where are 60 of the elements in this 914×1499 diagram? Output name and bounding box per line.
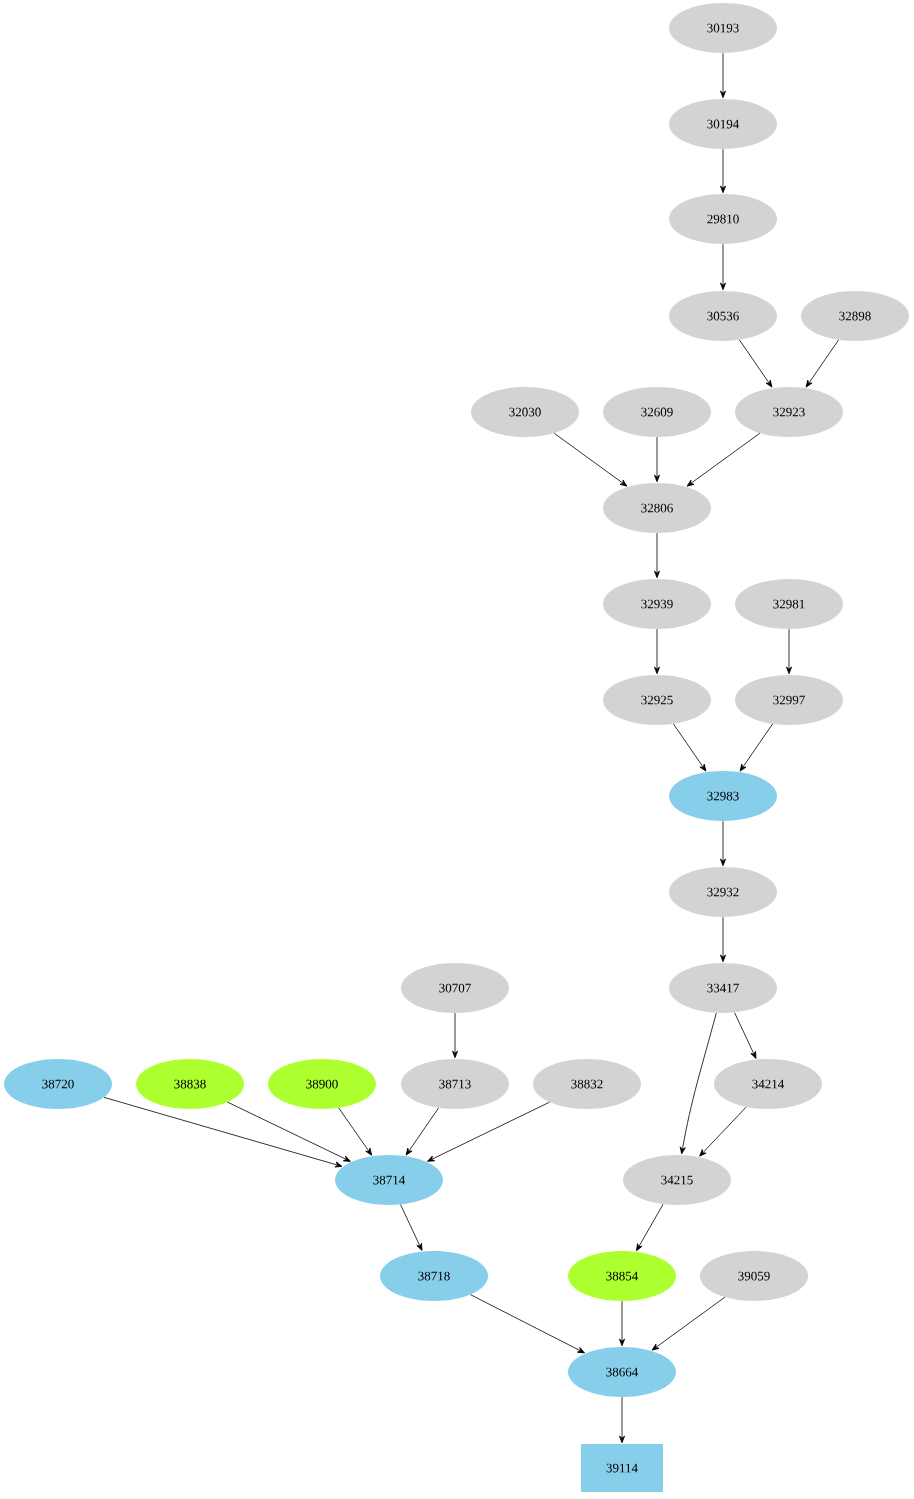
- ellipse-node: 33417: [669, 963, 777, 1013]
- arrow: [699, 1106, 747, 1157]
- arrow: [654, 436, 660, 483]
- process-box: 39114: [581, 1444, 663, 1492]
- ellipse-node: 30193: [669, 3, 777, 53]
- arrow: [636, 1203, 664, 1252]
- ellipse-node: 32923: [735, 387, 843, 437]
- arrow: [654, 628, 660, 675]
- arrow: [734, 1012, 757, 1059]
- arrow: [405, 1107, 439, 1156]
- ellipse-node: 38713: [401, 1059, 509, 1109]
- arrow: [400, 1204, 423, 1251]
- ellipse-node: 38838: [136, 1059, 244, 1109]
- arrow: [720, 52, 726, 99]
- ellipse-node: 38720: [4, 1059, 112, 1109]
- arrow: [427, 1101, 550, 1162]
- arrow: [786, 628, 792, 675]
- ellipse-node: 38714: [335, 1155, 443, 1205]
- ellipse-node: 38854: [568, 1251, 676, 1301]
- arrow: [720, 820, 726, 867]
- ellipse-node: 38900: [268, 1059, 376, 1109]
- arrow: [452, 1012, 458, 1059]
- ellipse-node: 30536: [669, 291, 777, 341]
- arrow: [720, 916, 726, 963]
- ellipse-node: 34215: [623, 1155, 731, 1205]
- ellipse-node: 32806: [603, 483, 711, 533]
- arrow: [686, 432, 761, 487]
- ellipse-node: 32030: [471, 387, 579, 437]
- ellipse-node: 38664: [568, 1347, 676, 1397]
- arrow: [338, 1107, 373, 1156]
- ellipse-node: 32983: [669, 771, 777, 821]
- arrow: [739, 723, 773, 772]
- arrow: [673, 723, 707, 772]
- arrow: [720, 243, 726, 291]
- ellipse-node: 32932: [669, 867, 777, 917]
- arrow: [619, 1396, 625, 1444]
- ellipse-node: 30707: [401, 963, 509, 1013]
- ellipse-node: 32981: [735, 579, 843, 629]
- arrow: [739, 339, 773, 388]
- arrow: [805, 339, 839, 388]
- arrow: [654, 532, 660, 579]
- arrow: [103, 1096, 343, 1168]
- ellipse-node: 38832: [533, 1059, 641, 1109]
- ellipse-node: 32925: [603, 675, 711, 725]
- ellipse-node: 32997: [735, 675, 843, 725]
- arrow: [227, 1101, 351, 1162]
- ellipse-node: 38718: [380, 1251, 488, 1301]
- ellipse-node: 32898: [801, 291, 909, 341]
- ellipse-node: 32609: [603, 387, 711, 437]
- arrow: [720, 148, 726, 194]
- ellipse-node: 39059: [700, 1251, 808, 1301]
- arrow: [651, 1296, 726, 1351]
- arrow: [470, 1294, 585, 1354]
- arrow: [679, 1012, 717, 1155]
- arrow: [619, 1300, 625, 1347]
- ellipse-node: 34214: [714, 1059, 822, 1109]
- arrow: [553, 432, 628, 487]
- ellipse-node: 32939: [603, 579, 711, 629]
- ellipse-node: 30194: [669, 99, 777, 149]
- ellipse-node: 29810: [669, 194, 777, 244]
